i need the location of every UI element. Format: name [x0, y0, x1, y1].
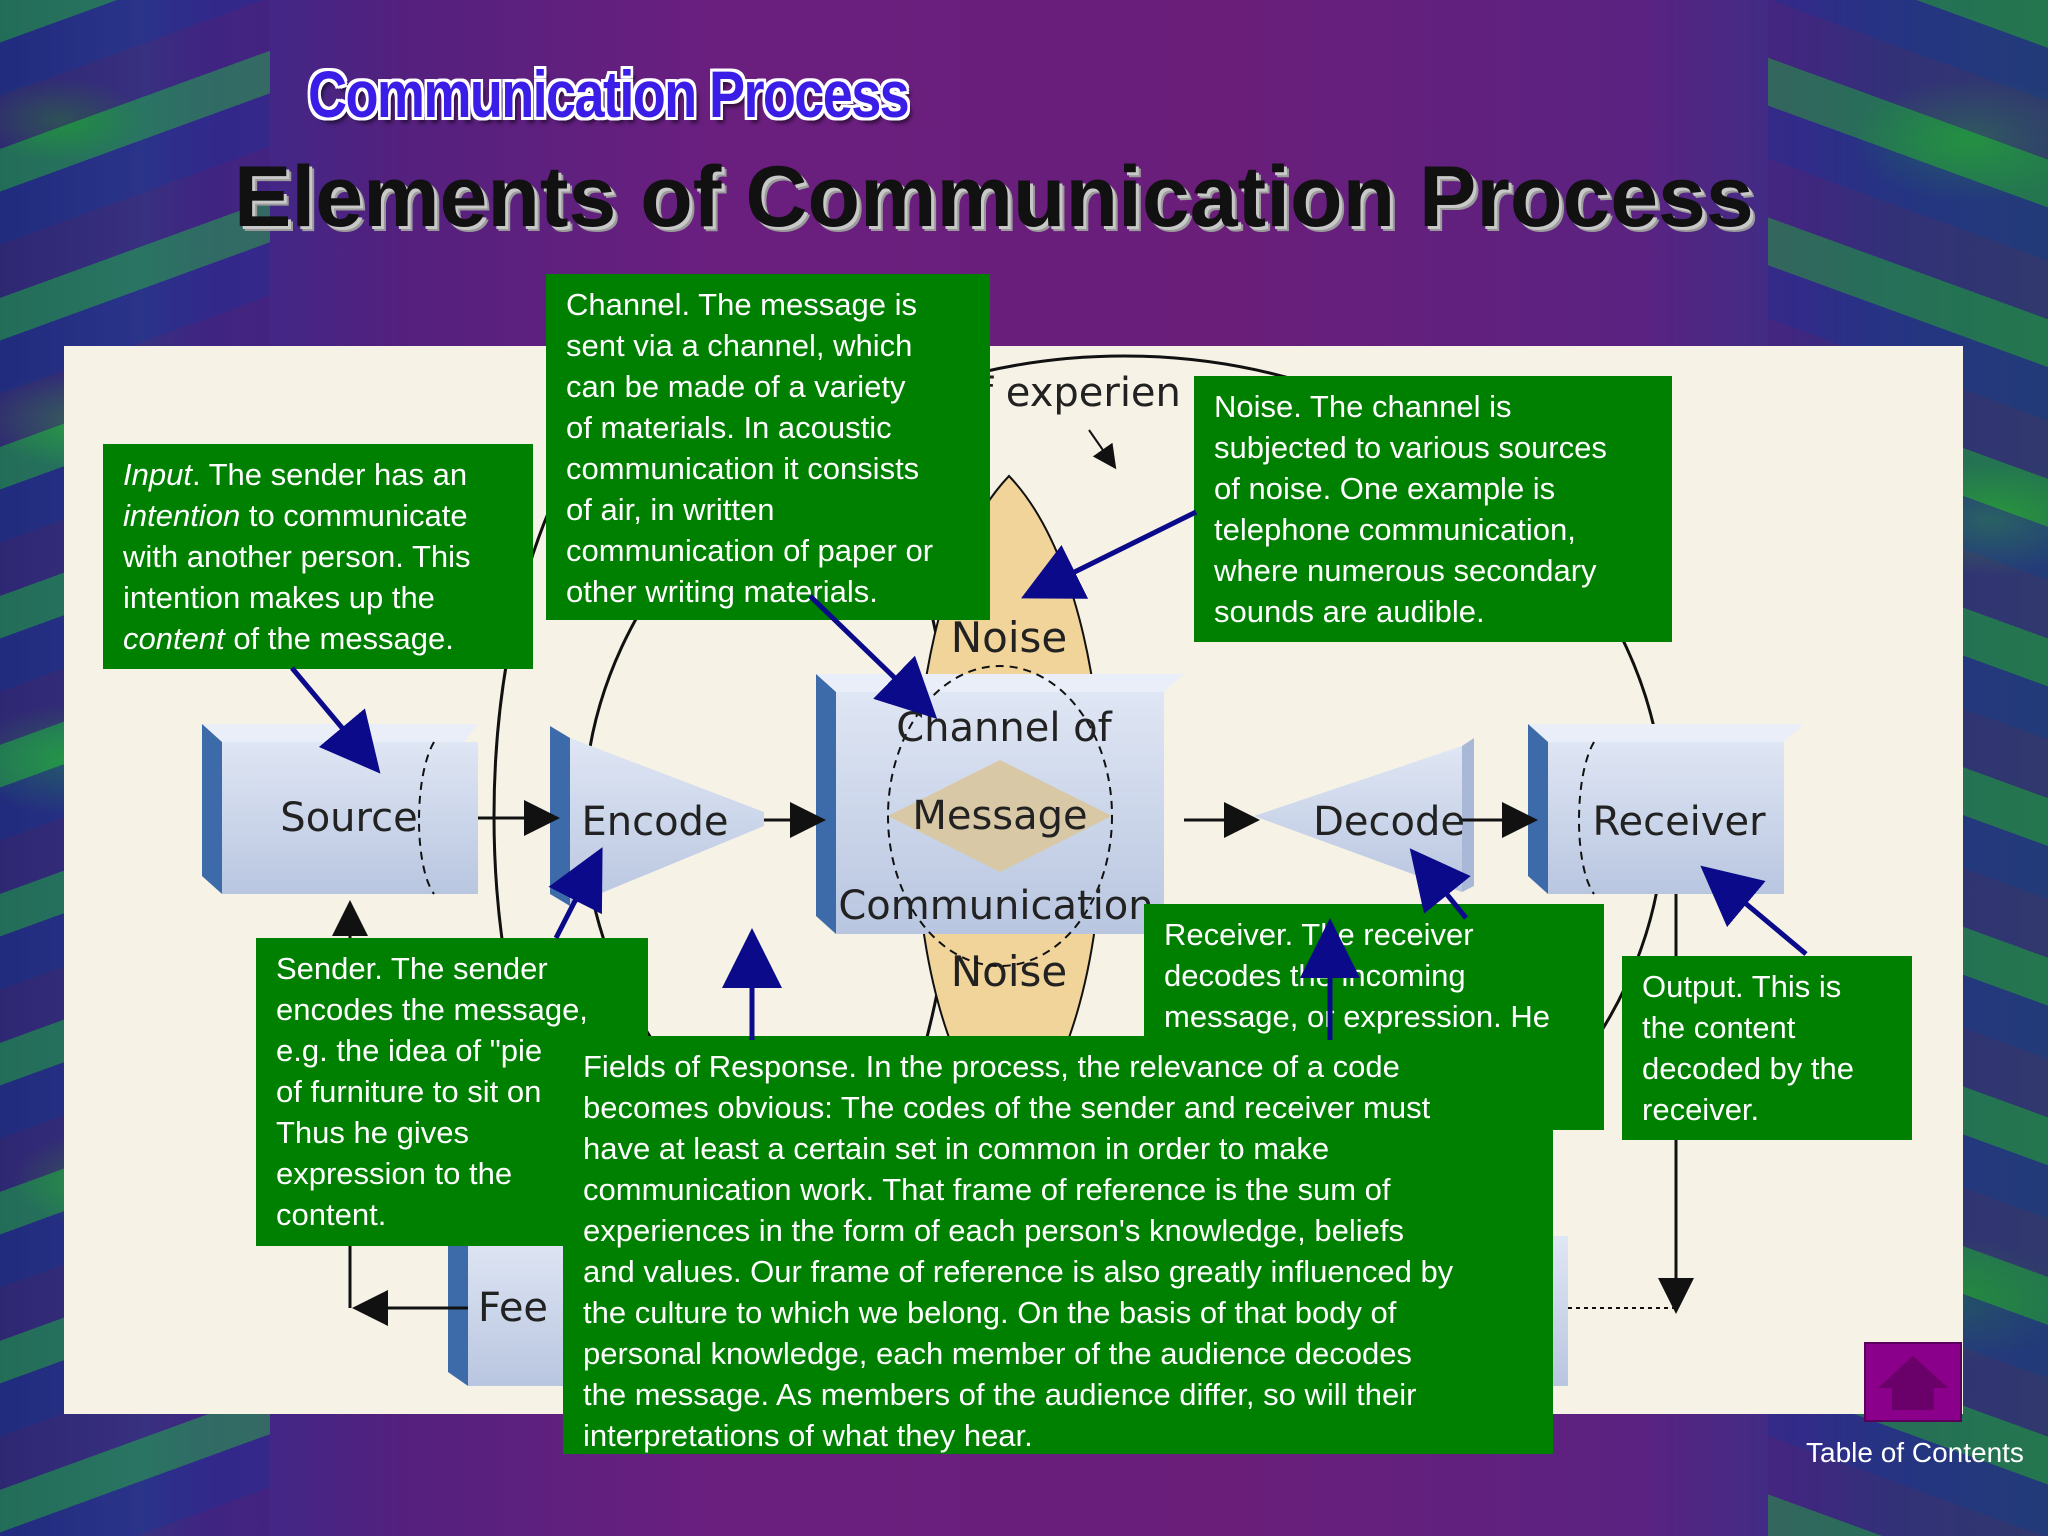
callout-channel: Channel. The message is sent via a chann… — [546, 274, 990, 620]
feedback-block: Fee — [478, 1285, 549, 1331]
message-label: Message — [912, 793, 1088, 839]
home-icon — [1878, 1356, 1948, 1410]
callout-fields-of-response: Fields of Response. In the process, the … — [563, 1036, 1553, 1454]
encode-block: Encode — [581, 799, 729, 845]
callout-output: Output. This is the content decoded by t… — [1622, 956, 1912, 1140]
channel-top-label: Channel of — [896, 705, 1112, 751]
page-title: Elements of Communication Process — [234, 149, 1754, 245]
toc-home-button[interactable] — [1864, 1342, 1962, 1422]
noise-top-label: Noise — [951, 613, 1068, 662]
experience-label: f experien — [979, 370, 1181, 416]
logo-title: Communication Process — [308, 57, 910, 131]
callout-input: Input. The sender has an intention to co… — [103, 444, 533, 669]
decode-block: Decode — [1313, 799, 1465, 845]
noise-bottom-label: Noise — [951, 947, 1068, 996]
callout-noise: Noise. The channel is subjected to vario… — [1194, 376, 1672, 642]
source-block: Source — [280, 795, 418, 841]
receiver-block: Receiver — [1592, 799, 1766, 845]
channel-bottom-label: Communication — [838, 883, 1154, 929]
toc-link[interactable]: Table of Contents — [1806, 1437, 2024, 1468]
